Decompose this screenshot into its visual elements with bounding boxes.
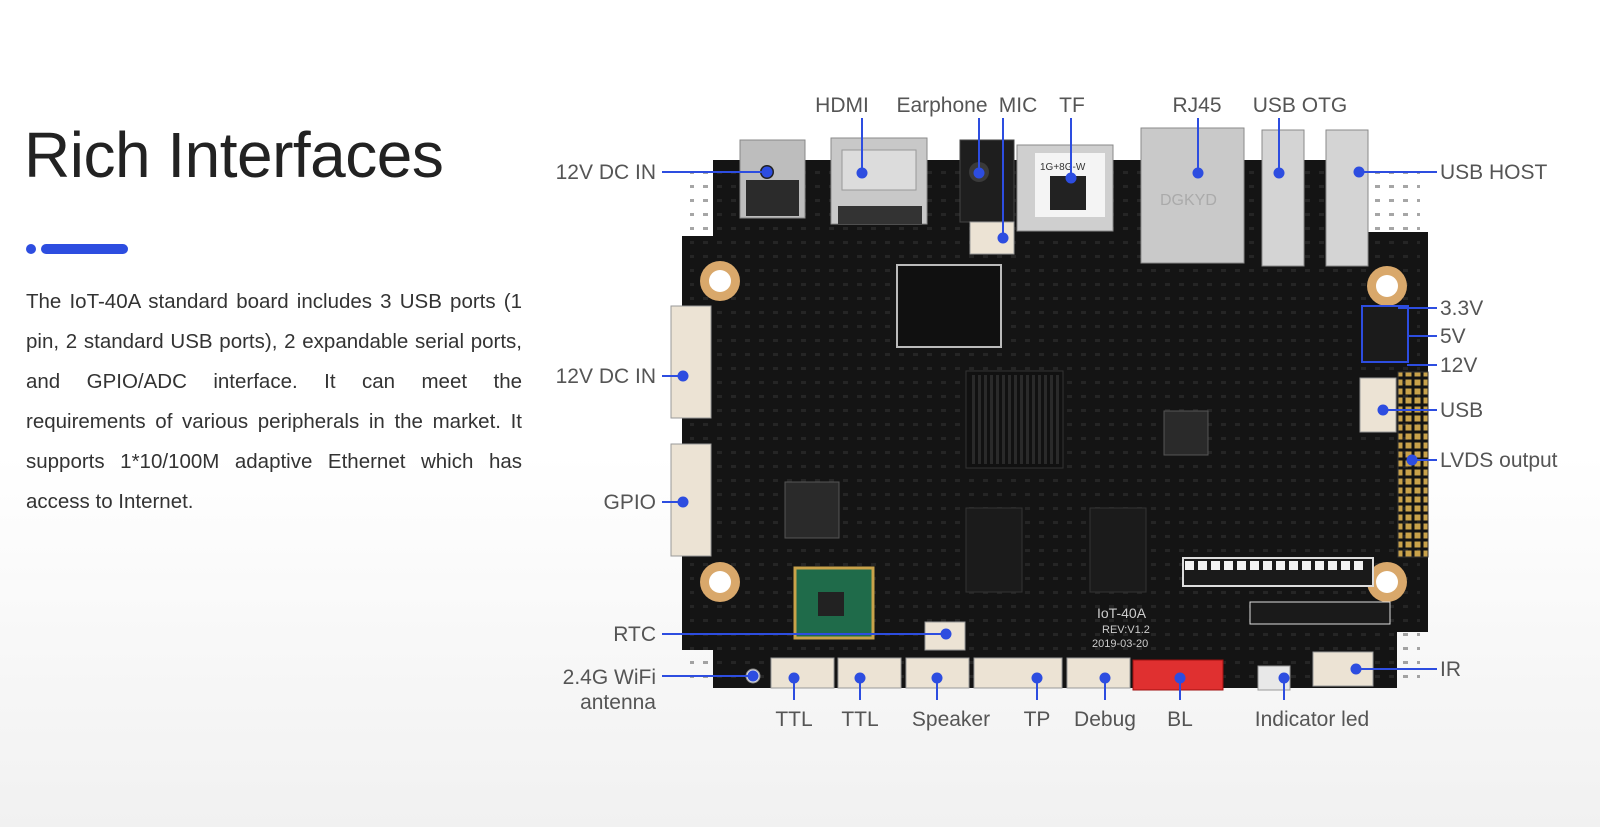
leader-dots [677, 166, 1418, 684]
ttl1-connector [770, 657, 835, 689]
tf-slot: 1G+8G-W [1016, 144, 1114, 232]
label-hdmi: HDMI [815, 94, 869, 117]
label-3v3: 3.3V [1440, 297, 1483, 320]
ram-chip [965, 507, 1023, 593]
accent-bar [41, 244, 128, 254]
board-date: 2019-03-20 [1092, 638, 1148, 650]
label-usb-otg: USB OTG [1253, 94, 1348, 117]
label-usb-host: USB HOST [1440, 161, 1548, 184]
label-tp: TP [1024, 708, 1051, 731]
usb-otg-port [1261, 129, 1305, 267]
hdmi-port [830, 137, 928, 225]
label-rtc: RTC [613, 623, 656, 646]
label-bl: BL [1167, 708, 1193, 731]
usb-host-port [1325, 129, 1369, 267]
rj45-jack: DGKYD [1140, 127, 1245, 264]
controller-chip [784, 481, 840, 539]
label-usb: USB [1440, 399, 1483, 422]
svg-text:1G+8G-W: 1G+8G-W [1040, 162, 1086, 173]
label-gpio: GPIO [603, 491, 656, 514]
earphone-jack [959, 139, 1015, 223]
debug-connector [1066, 657, 1131, 689]
voltage-jumper [1361, 305, 1409, 363]
description-paragraph: The IoT-40A standard board includes 3 US… [26, 290, 522, 513]
eth-chip [1163, 410, 1209, 456]
label-dc-in-mid: 12V DC IN [556, 365, 656, 388]
label-speaker: Speaker [912, 708, 990, 731]
label-ttl2: TTL [841, 708, 878, 731]
label-ir: IR [1440, 658, 1461, 681]
accent-dot [26, 244, 36, 254]
tp-connector [973, 657, 1063, 689]
label-mic: MIC [999, 94, 1038, 117]
label-wifi-line1: 2.4G WiFi [563, 666, 656, 689]
board-model: IoT-40A [1097, 605, 1147, 621]
flash-chip [896, 264, 1002, 348]
label-5v: 5V [1440, 325, 1466, 348]
dc-in-side-connector [670, 305, 712, 419]
label-earphone: Earphone [896, 94, 987, 117]
ram-chip [1089, 507, 1147, 593]
page-title: Rich Interfaces [24, 119, 444, 191]
usb-side-connector [1359, 377, 1397, 433]
label-wifi-line2: antenna [580, 691, 656, 714]
label-tf: TF [1059, 94, 1085, 117]
board-revision: REV:V1.2 [1102, 624, 1150, 636]
label-indicator-led: Indicator led [1255, 708, 1369, 731]
label-ttl1: TTL [775, 708, 812, 731]
fpc-connector [1249, 601, 1391, 625]
label-dc-in-top: 12V DC IN [556, 161, 656, 184]
ttl2-connector [837, 657, 902, 689]
svg-text:DGKYD: DGKYD [1160, 192, 1217, 209]
label-lvds: LVDS output [1440, 449, 1558, 472]
gpio-connector [670, 443, 712, 557]
label-12v: 12V [1440, 354, 1477, 377]
dc-jack [739, 139, 806, 219]
label-debug: Debug [1074, 708, 1136, 731]
label-rj45: RJ45 [1172, 94, 1221, 117]
